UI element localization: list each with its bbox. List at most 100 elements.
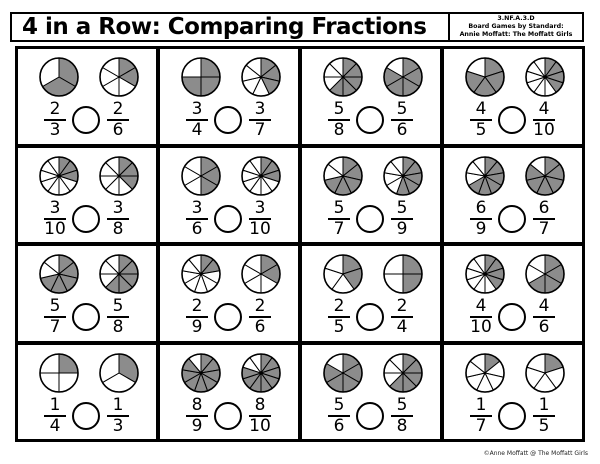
comparison-answer-circle[interactable] <box>214 303 242 331</box>
denominator: 8 <box>112 218 124 239</box>
comparison-answer-circle[interactable] <box>72 401 100 430</box>
comparison-answer-circle[interactable] <box>356 106 384 134</box>
fraction-pie-left <box>39 254 79 294</box>
fraction-pie-left <box>323 57 363 97</box>
comparison-answer-circle[interactable] <box>498 106 526 134</box>
fraction-bar <box>470 316 492 318</box>
denominator: 3 <box>112 415 124 436</box>
comparison-answer-circle[interactable] <box>356 303 384 331</box>
comparison-answer-circle[interactable] <box>214 204 242 233</box>
author-name: Annie Moffatt: The Moffatt Girls <box>459 31 573 38</box>
fraction-bar <box>107 414 129 417</box>
fraction-pie-left <box>323 155 363 196</box>
fraction-bar <box>249 217 271 220</box>
denominator: 10 <box>249 218 271 239</box>
fraction-bar <box>107 316 129 318</box>
denominator: 6 <box>191 218 203 239</box>
fraction-bar <box>186 217 208 220</box>
fraction-bar <box>470 414 492 417</box>
fraction-bar <box>44 217 66 220</box>
fraction-bar <box>391 414 413 417</box>
fraction-pie-right <box>241 254 281 294</box>
numerator: 8 <box>254 394 266 415</box>
fraction-bar <box>533 316 555 318</box>
fraction-bar <box>328 217 350 220</box>
comparison-answer-circle[interactable] <box>72 204 100 233</box>
fraction-pie-left <box>181 352 221 393</box>
comparison-answer-circle[interactable] <box>356 204 384 233</box>
comparison-answer-circle[interactable] <box>214 106 242 134</box>
denominator: 5 <box>538 415 550 436</box>
fraction-pie-right <box>383 254 423 294</box>
fraction-pie-left <box>39 155 79 196</box>
denominator: 7 <box>475 415 487 436</box>
denominator: 9 <box>475 218 487 239</box>
fraction-pie-left <box>181 57 221 97</box>
denominator: 8 <box>333 120 345 140</box>
fraction-pie-right <box>383 155 423 196</box>
pie-outline <box>323 57 363 97</box>
fraction-pie-right <box>525 155 565 196</box>
fraction-pie-left <box>465 254 505 294</box>
fraction-bar <box>328 414 350 417</box>
pie-outline <box>465 352 505 393</box>
comparison-answer-circle[interactable] <box>498 204 526 233</box>
fraction-pie-left <box>323 254 363 294</box>
numerator: 5 <box>396 394 408 415</box>
pie-outline <box>383 254 423 294</box>
fraction-bar <box>249 316 271 318</box>
denominator: 4 <box>49 415 61 436</box>
pie-outline <box>39 155 79 196</box>
comparison-answer-circle[interactable] <box>214 401 242 430</box>
numerator: 3 <box>191 197 203 218</box>
comparison-answer-circle[interactable] <box>356 401 384 430</box>
denominator: 5 <box>475 120 487 140</box>
numerator: 5 <box>396 99 408 119</box>
pie-outline <box>99 155 139 196</box>
pie-outline <box>241 254 281 294</box>
fraction-pie-right <box>241 57 281 97</box>
comparison-answer-circle[interactable] <box>498 401 526 430</box>
fraction-bar <box>249 414 271 417</box>
comparison-answer-circle[interactable] <box>72 303 100 331</box>
fraction-pie-left <box>181 254 221 294</box>
denominator: 6 <box>396 120 408 140</box>
fraction-bar <box>44 414 66 417</box>
fraction-bar <box>391 316 413 318</box>
pie-outline <box>323 155 363 196</box>
numerator: 2 <box>49 99 61 119</box>
fraction-pie-right <box>525 352 565 393</box>
comparison-answer-circle[interactable] <box>72 106 100 134</box>
pie-outline <box>181 155 221 196</box>
copyright: ©Anne Moffatt @ The Moffatt Girls <box>483 450 588 457</box>
fraction-pie-right <box>99 254 139 294</box>
fraction-bar <box>533 119 555 121</box>
pie-outline <box>323 352 363 393</box>
pie-outline <box>181 352 221 393</box>
comparison-answer-circle[interactable] <box>498 303 526 331</box>
